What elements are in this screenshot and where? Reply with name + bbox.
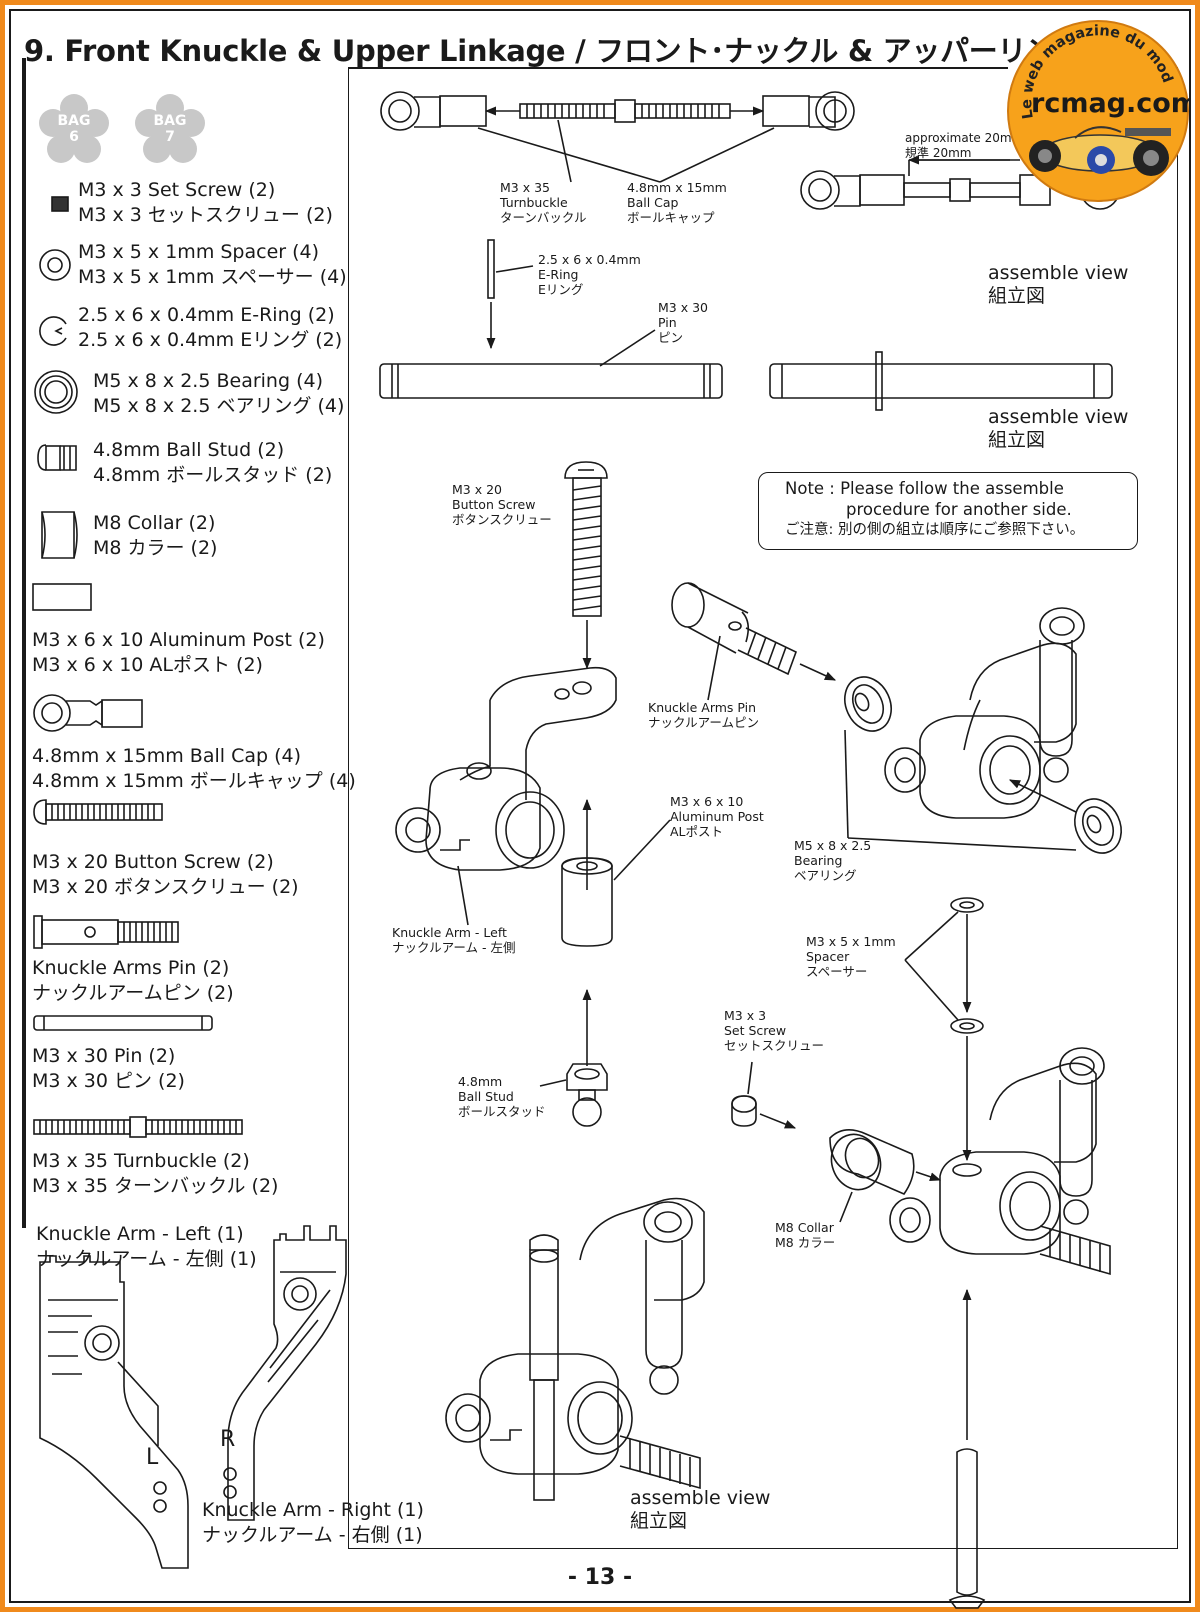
spacer-icon <box>39 249 71 281</box>
ball-stud-exploded <box>539 1063 608 1127</box>
part-ball-cap: 4.8mm x 15mm Ball Cap (4)4.8mm x 15mm ボー… <box>32 745 356 792</box>
page-number: - 13 - <box>567 1565 633 1590</box>
letter-r-mark: R <box>220 1427 235 1452</box>
part-knuckle-arms-pin: Knuckle Arms Pin (2)ナックルアームピン (2) <box>32 957 234 1004</box>
diagram-box <box>348 67 1178 1549</box>
knuckle-arms-pin-icon <box>33 915 179 949</box>
collar-exploded <box>829 1129 942 1223</box>
turnbuckle-assembled <box>800 155 1120 210</box>
pin-assembled <box>769 351 1113 411</box>
bag-label: BAG <box>57 113 91 129</box>
part-e-ring: 2.5 x 6 x 0.4mm E-Ring (2)2.5 x 6 x 0.4m… <box>78 304 343 351</box>
bearing-exploded-bottom <box>847 779 1122 854</box>
buggy-icon <box>1029 126 1171 176</box>
set-screw-exploded <box>731 1061 797 1129</box>
bag-number: 7 <box>165 129 175 145</box>
rcmag-logo-graphic: Le web magazine du modelisme rcmag.com <box>997 6 1199 202</box>
knuckle-assembled-final <box>445 1197 705 1501</box>
bag-6-badge: BAG 6 <box>38 94 110 166</box>
turnbuckle-exploded <box>380 91 855 183</box>
e-ring-pin-exploded <box>379 239 723 399</box>
knuckle-arms-pin-exploded <box>671 582 837 701</box>
rcmag-logo[interactable]: Le web magazine du modelisme rcmag.com <box>997 6 1199 204</box>
page-title: 9. Front Knuckle & Upper Linkage / フロント･… <box>24 34 1141 68</box>
note-line-2: procedure for another side. <box>846 500 1072 519</box>
turnbuckle-icon <box>33 1116 243 1138</box>
knuckle-arm-left-icon: L <box>39 1255 189 1569</box>
page-inner-border <box>9 9 1191 1603</box>
logo-text: rcmag.com <box>1031 88 1191 119</box>
letter-l-mark: L <box>146 1445 159 1470</box>
collar-icon <box>41 511 78 559</box>
note-box: Note : Please follow the assemble proced… <box>758 472 1138 550</box>
part-turnbuckle: M3 x 35 Turnbuckle (2)M3 x 35 ターンバックル (2… <box>32 1150 279 1197</box>
note-line-1: Note : Please follow the assemble <box>785 479 1064 498</box>
part-collar: M8 Collar (2)M8 カラー (2) <box>93 512 218 559</box>
bag-label: BAG <box>153 113 187 129</box>
set-screw-icon <box>51 196 69 212</box>
part-bearing: M5 x 8 x 2.5 Bearing (4)M5 x 8 x 2.5 ベアリ… <box>93 370 345 417</box>
flower-icon <box>135 94 205 163</box>
bearing-icon <box>34 370 78 414</box>
note-line-3: ご注意: 別の側の組立は順序にご参照下さい。 <box>785 522 1085 538</box>
ball-stud-icon <box>37 444 77 471</box>
aluminum-post-icon <box>32 583 92 611</box>
bearing-exploded-top <box>844 676 892 839</box>
bag-number: 6 <box>69 129 79 145</box>
pin-30-vertical-exploded <box>948 1288 986 1609</box>
diagram-box-top <box>348 67 1008 69</box>
knuckle-arm-right-icon: R <box>220 1225 347 1521</box>
part-pin-30: M3 x 30 Pin (2)M3 x 30 ピン (2) <box>32 1045 185 1092</box>
part-set-screw: M3 x 3 Set Screw (2)M3 x 3 セットスクリュー (2) <box>78 179 333 226</box>
ball-cap-icon <box>33 694 143 732</box>
part-spacer: M3 x 5 x 1mm Spacer (4)M3 x 5 x 1mm スペーサ… <box>78 241 347 288</box>
part-button-screw: M3 x 20 Button Screw (2)M3 x 20 ボタンスクリュー… <box>32 851 299 898</box>
part-ball-stud: 4.8mm Ball Stud (2)4.8mm ボールスタッド (2) <box>93 439 333 486</box>
part-knuckle-arm-right: Knuckle Arm - Right (1)ナックルアーム - 右側 (1) <box>202 1499 424 1546</box>
button-screw-exploded <box>564 461 608 670</box>
bag-7-badge: BAG 7 <box>134 94 206 166</box>
part-knuckle-arm-left: Knuckle Arm - Left (1)ナックルアーム - 左側 (1) <box>36 1223 257 1270</box>
knuckle-arm-assembled-bottom <box>889 1047 1111 1276</box>
pin-30-icon <box>33 1015 213 1031</box>
knuckle-arm-left-exploded <box>395 666 617 926</box>
button-screw-icon <box>33 799 163 825</box>
spacer-exploded <box>904 897 984 1162</box>
flower-icon <box>39 94 109 163</box>
e-ring-icon <box>39 316 67 346</box>
aluminum-post-exploded <box>561 819 671 1066</box>
knuckle-arm-assembled-top <box>884 607 1085 819</box>
left-rule <box>22 58 26 1228</box>
part-aluminum-post: M3 x 6 x 10 Aluminum Post (2)M3 x 6 x 10… <box>32 629 325 676</box>
